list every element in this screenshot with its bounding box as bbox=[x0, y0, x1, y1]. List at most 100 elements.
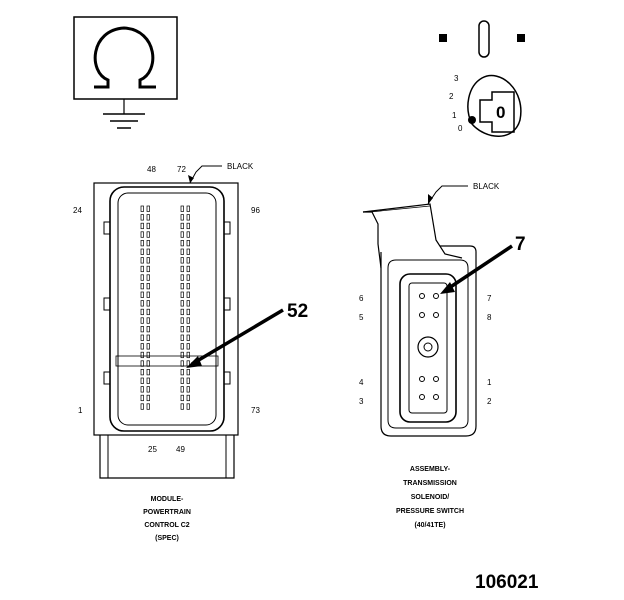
pcm-pin bbox=[140, 326, 144, 333]
pcm-pin bbox=[146, 214, 150, 221]
pcm-pin bbox=[140, 377, 144, 384]
pcm-pin bbox=[140, 403, 144, 410]
pcm-pin bbox=[146, 274, 150, 281]
pcm-pin bbox=[180, 326, 184, 333]
pcm-pin bbox=[186, 334, 190, 341]
pcm-pin bbox=[180, 257, 184, 264]
pcm-pin bbox=[140, 231, 144, 238]
pcm-pin bbox=[186, 351, 190, 359]
tx-caption-line-1: ASSEMBLY- bbox=[410, 466, 451, 473]
pcm-pin bbox=[146, 377, 150, 384]
pcm-pin bbox=[186, 326, 190, 333]
pcm-pin bbox=[180, 231, 184, 238]
pcm-pin bbox=[140, 222, 144, 230]
pcm-pin bbox=[146, 334, 150, 341]
pcm-pin bbox=[180, 403, 184, 410]
pcm-pin bbox=[140, 205, 144, 212]
pcm-pin bbox=[186, 231, 190, 238]
pcm-pin bbox=[140, 394, 144, 402]
pcm-pin bbox=[180, 351, 184, 359]
tx-pin-label-6: 6 bbox=[359, 294, 364, 303]
pcm-pin bbox=[140, 265, 144, 273]
pcm-pin bbox=[140, 274, 144, 281]
pcm-pin bbox=[180, 343, 184, 350]
pcm-pin bbox=[140, 369, 144, 376]
pcm-pin bbox=[180, 265, 184, 273]
pcm-pin-array bbox=[140, 205, 190, 410]
pcm-pin bbox=[186, 377, 190, 384]
transmission-connector: 6 5 4 3 7 8 1 2 BLACK 7 ASSEMBLY- TRANSM… bbox=[359, 182, 526, 529]
pcm-pin bbox=[180, 274, 184, 281]
pcm-pin-label-49: 49 bbox=[176, 445, 185, 454]
tx-pin bbox=[419, 312, 425, 318]
tx-caption-line-2: TRANSMISSION bbox=[403, 480, 457, 487]
pcm-pin bbox=[146, 248, 150, 255]
pcm-pin bbox=[180, 214, 184, 221]
pcm-pin bbox=[186, 205, 190, 212]
pcm-pin bbox=[186, 394, 190, 402]
pcm-pin bbox=[140, 240, 144, 247]
tx-wire-color-label: BLACK bbox=[473, 182, 500, 191]
tx-pin-label-3: 3 bbox=[359, 397, 364, 406]
transmission-pin-array bbox=[419, 293, 439, 400]
pcm-pin bbox=[146, 394, 150, 402]
tx-callout-7: 7 bbox=[515, 234, 526, 255]
pcm-pin bbox=[186, 257, 190, 264]
pcm-pin bbox=[186, 283, 190, 290]
pcm-pin bbox=[146, 205, 150, 212]
pcm-pin bbox=[186, 214, 190, 221]
pcm-pin-label-73: 73 bbox=[251, 406, 260, 415]
tx-pin bbox=[433, 312, 439, 318]
pcm-pin bbox=[146, 403, 150, 410]
pcm-pin bbox=[186, 240, 190, 247]
pcm-pin bbox=[146, 326, 150, 333]
pcm-pin bbox=[180, 377, 184, 384]
pcm-pin bbox=[140, 334, 144, 341]
pcm-pin bbox=[140, 283, 144, 290]
key-position-0: 0 bbox=[458, 124, 463, 133]
key-position-3: 3 bbox=[454, 74, 459, 83]
pcm-pin-label-1: 1 bbox=[78, 406, 83, 415]
key-position-2: 2 bbox=[449, 92, 454, 101]
pcm-pin-label-24: 24 bbox=[73, 206, 82, 215]
pcm-pin bbox=[180, 240, 184, 247]
pcm-pin bbox=[140, 360, 144, 367]
tx-pin-label-1: 1 bbox=[487, 378, 492, 387]
pcm-callout-52: 52 bbox=[287, 301, 308, 322]
key-label: 0 bbox=[496, 103, 505, 122]
tx-pin-label-4: 4 bbox=[359, 378, 364, 387]
pcm-pin bbox=[146, 257, 150, 264]
pcm-pin bbox=[140, 214, 144, 221]
pcm-caption-line-4: (SPEC) bbox=[155, 535, 179, 542]
pcm-pin bbox=[140, 248, 144, 255]
pcm-pin bbox=[140, 343, 144, 350]
pcm-pin bbox=[186, 369, 190, 376]
pcm-caption-line-3: CONTROL C2 bbox=[144, 522, 189, 529]
pcm-pin-label-48: 48 bbox=[147, 165, 156, 174]
tx-pin bbox=[419, 376, 425, 382]
pcm-pin bbox=[180, 360, 184, 367]
tx-pin-label-7: 7 bbox=[487, 294, 492, 303]
tx-pin bbox=[419, 394, 425, 400]
pcm-pin bbox=[146, 240, 150, 247]
pcm-pin bbox=[140, 317, 144, 324]
pcm-pin bbox=[180, 222, 184, 230]
tx-pin-label-2: 2 bbox=[487, 397, 492, 406]
tx-caption-line-3: SOLENOID/ bbox=[411, 494, 450, 501]
tx-pin bbox=[419, 293, 425, 299]
pcm-pin bbox=[146, 386, 150, 393]
pcm-pin bbox=[186, 343, 190, 350]
pcm-pin bbox=[146, 283, 150, 290]
pcm-pin bbox=[140, 386, 144, 393]
pcm-pin bbox=[180, 205, 184, 212]
pcm-pin bbox=[186, 248, 190, 255]
pcm-pin-label-72: 72 bbox=[177, 165, 186, 174]
pcm-pin bbox=[146, 369, 150, 376]
pcm-pin bbox=[140, 351, 144, 359]
tx-pin-label-8: 8 bbox=[487, 313, 492, 322]
pcm-pin bbox=[186, 403, 190, 410]
pcm-pin bbox=[146, 231, 150, 238]
pcm-pin bbox=[146, 317, 150, 324]
pcm-pin bbox=[180, 248, 184, 255]
